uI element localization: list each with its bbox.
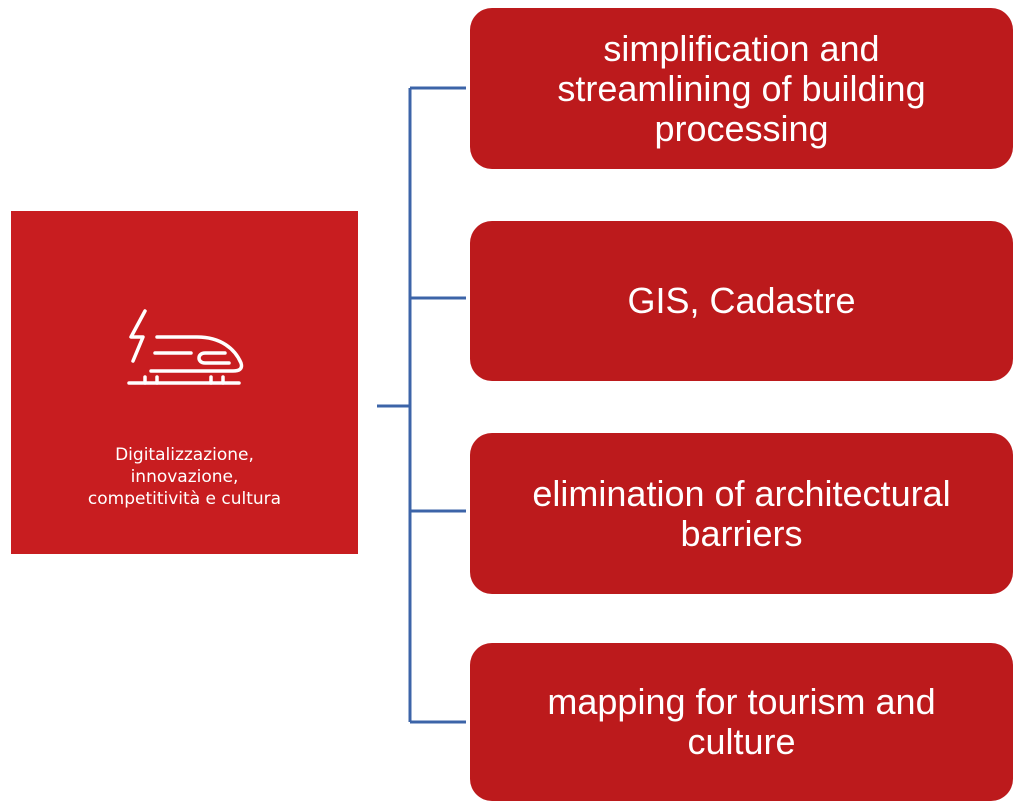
source-card: Digitalizzazione, innovazione, competiti… xyxy=(11,211,358,554)
branch-node-line: streamlining of building xyxy=(557,67,926,109)
electric-train-icon xyxy=(127,309,244,385)
source-label: Digitalizzazione, innovazione, competiti… xyxy=(11,444,358,510)
branch-node-text: simplification and streamlining of build… xyxy=(557,27,926,149)
branch-node-line: culture xyxy=(687,721,796,762)
branch-node-building-processing: simplification and streamlining of build… xyxy=(470,8,1013,169)
branch-node-line: mapping for tourism and xyxy=(547,681,936,722)
branch-node-line: simplification and xyxy=(603,27,880,69)
source-label-line: innovazione, xyxy=(130,467,239,487)
branch-node-architectural-barriers: elimination of architectural barriers xyxy=(470,433,1013,594)
branch-node-line: GIS, Cadastre xyxy=(627,280,856,321)
branch-node-line: barriers xyxy=(680,512,803,554)
branch-node-text: GIS, Cadastre xyxy=(627,281,855,321)
branch-node-line: elimination of architectural xyxy=(532,472,951,514)
source-label-line: competitività e cultura xyxy=(87,489,282,509)
branch-node-gis-cadastre: GIS, Cadastre xyxy=(470,221,1013,381)
branch-node-text: mapping for tourism and culture xyxy=(547,682,935,762)
source-label-line: Digitalizzazione, xyxy=(115,445,254,465)
branch-node-tourism-mapping: mapping for tourism and culture xyxy=(470,643,1013,801)
branch-node-text: elimination of architectural barriers xyxy=(532,472,951,554)
branch-node-line: processing xyxy=(654,107,829,149)
